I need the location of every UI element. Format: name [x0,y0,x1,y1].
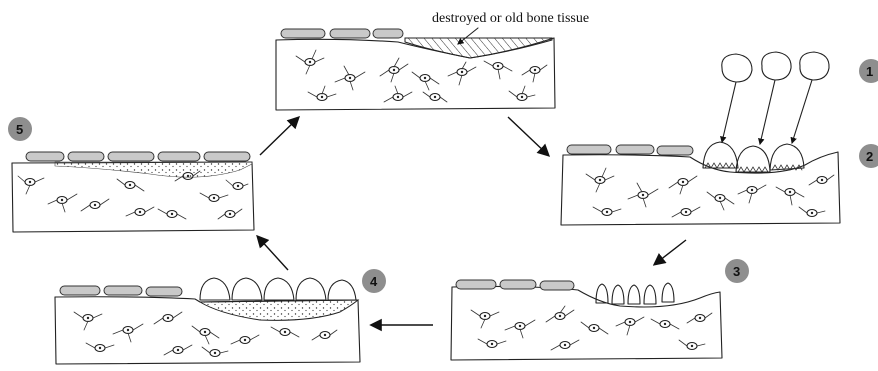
lining-cell [456,280,496,289]
osteocyte-network [18,171,248,219]
svg-text:4: 4 [370,274,378,289]
lining-cell [373,29,403,38]
osteocyte-network [586,168,834,217]
lining-cell [540,281,574,290]
precursor-cell [760,52,791,144]
arrow-to-reversal [655,240,686,264]
arrow-to-resorption [508,117,548,155]
lining-cell [60,286,100,295]
osteoclast-cell [736,146,770,172]
precursor-cell [722,54,752,142]
reversal-cells [596,283,674,304]
osteoclast-cell [770,144,804,170]
step-badge-2: 2 [859,144,878,168]
lining-cell [204,152,250,161]
step-badge-1: 1 [859,59,878,83]
svg-text:5: 5 [16,122,23,137]
lining-cell [108,152,154,161]
lining-cell [158,152,200,161]
osteocyte-network [296,50,547,102]
svg-text:2: 2 [866,149,873,164]
step-badge-4: 4 [362,269,386,293]
osteoclast-cell [703,142,738,168]
precursor-cell [792,52,829,143]
lining-cell [281,29,325,38]
arrow-to-resting [260,118,298,155]
lining-cell [330,29,370,38]
svg-text:1: 1 [866,64,873,79]
lining-cell [657,146,693,155]
osteocyte-network [471,306,712,350]
panel-resorption [561,52,840,225]
new-bone-region [55,162,252,177]
lining-cell [146,287,182,296]
panel-completion [12,152,254,232]
svg-text:3: 3 [733,264,740,279]
lining-cell [104,286,142,295]
lining-cell [500,280,536,289]
arrow-to-completion [258,237,288,270]
panel-resting-bone: destroyed or old bone tissue [276,11,589,110]
panel-reversal [451,280,722,360]
old-bone-tissue-region [405,38,552,58]
lining-cell [26,152,64,161]
step-badge-3: 3 [725,259,749,283]
step-badge-5: 5 [8,117,32,141]
lining-cell [567,145,611,154]
new-osteoid-region [200,300,358,320]
lining-cell [616,145,654,154]
old-bone-tissue-label: destroyed or old bone tissue [432,11,589,26]
osteoblast-cells [200,278,356,300]
lining-cell [68,152,104,161]
panel-formation [55,278,360,364]
